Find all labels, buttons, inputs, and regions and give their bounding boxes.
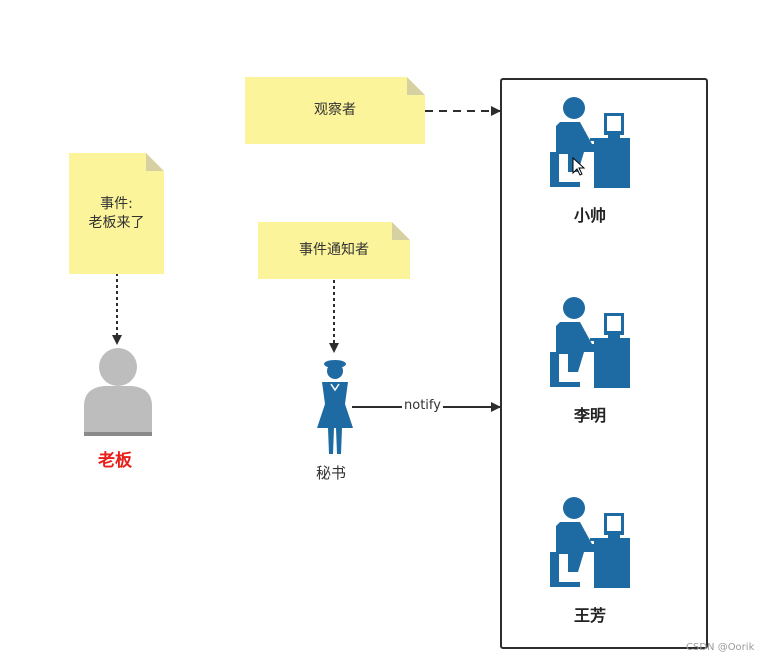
observer-worker: 李明: [530, 296, 650, 426]
boss-label: 老板: [98, 451, 132, 471]
observer-note: 观察者: [245, 77, 425, 144]
watermark: CSDN @Oorik: [686, 642, 755, 653]
notifier-note-text: 事件通知者: [299, 242, 369, 259]
event-note-text: 事件: 老板来了: [88, 195, 145, 231]
worker-at-computer-icon: [550, 97, 630, 188]
worker-at-computer-icon: [550, 497, 630, 588]
observer-worker: 小帅: [530, 96, 650, 226]
observer-name: 李明: [573, 406, 606, 425]
secretary-person-icon: [317, 360, 353, 454]
observers-group: 小帅 李明: [500, 78, 708, 649]
observer-worker: 王芳: [530, 496, 650, 626]
event-note: 事件: 老板来了: [69, 153, 164, 274]
observer-note-text: 观察者: [314, 102, 356, 119]
observer-name: 小帅: [573, 206, 606, 225]
boss-person-icon: [84, 348, 152, 436]
notifier-note: 事件通知者: [258, 222, 410, 279]
secretary-label: 秘书: [316, 464, 347, 482]
worker-at-computer-icon: [550, 297, 630, 388]
notify-arrow-label: notify: [402, 398, 443, 413]
observer-name: 王芳: [573, 606, 606, 625]
mouse-cursor-icon: [572, 157, 586, 176]
